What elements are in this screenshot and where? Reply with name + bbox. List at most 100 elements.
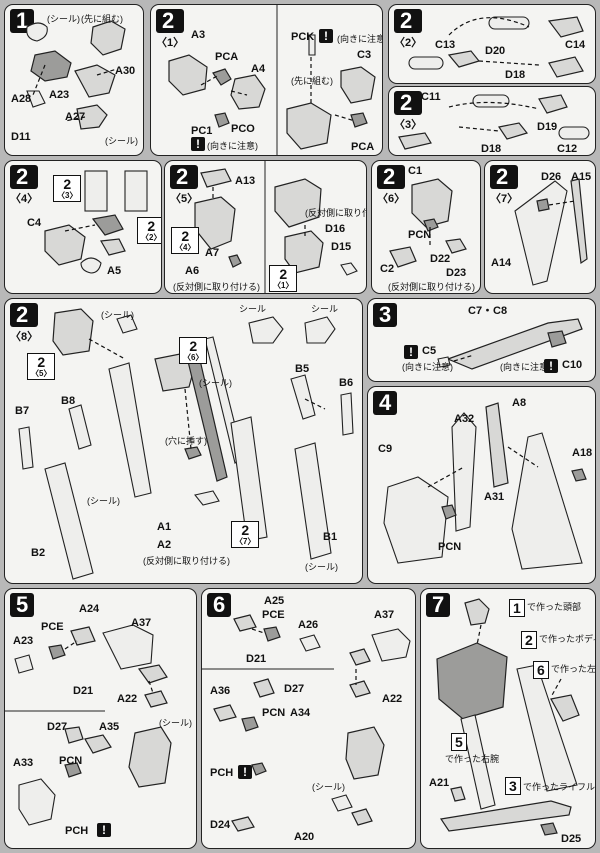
warning-icon: ! (97, 823, 111, 837)
warning-icon: ! (238, 765, 252, 779)
step-2-4-reference: 2〈4〉 (171, 227, 200, 254)
label: (反対側に取り付ける) (143, 556, 230, 566)
part-label: PCO (231, 123, 255, 135)
step-substep: 〈4〉 (10, 193, 39, 205)
label: (穴に挿す) (165, 436, 207, 446)
label: (シール) (101, 310, 134, 320)
step-2-reference: 2 (521, 631, 537, 649)
step-2-2-illustration (408, 16, 584, 78)
step-7-panel: 7 1 で作った頭部 2 で作ったボディ 6 で作った左腕 5 で作った右腕 3… (420, 588, 596, 849)
part-label: A18 (572, 447, 593, 459)
step-number: 2 (10, 303, 39, 327)
step-2-4-illustration (44, 170, 148, 274)
part-label: A37 (131, 617, 152, 629)
part-label: A33 (13, 757, 34, 769)
step-number: 2 (156, 9, 185, 33)
part-label: D24 (210, 819, 231, 831)
part-label: A22 (117, 693, 138, 705)
step-4-header: 4 (373, 391, 398, 415)
step-substep: 〈2〉 (394, 37, 423, 49)
label: (向きに注意) (337, 34, 383, 44)
label: (シール) (159, 718, 192, 728)
step-2-5-reference: 2〈5〉 (27, 353, 56, 380)
label: (反対側に取り付ける) (388, 282, 475, 292)
part-label: A23 (49, 89, 70, 101)
part-label: D21 (73, 685, 94, 697)
step-number: 2 (394, 91, 423, 115)
step-2-3-illustration (398, 94, 590, 150)
part-label: C5 (422, 345, 437, 357)
part-label: A31 (484, 491, 505, 503)
part-label: D26 (541, 171, 562, 183)
step-number: 1 (10, 9, 35, 33)
part-label: C13 (435, 39, 456, 51)
step-2-7-reference: 2〈7〉 (231, 521, 260, 548)
part-label: C2 (380, 263, 395, 275)
part-label: C14 (565, 39, 586, 51)
step-4-illustration (383, 402, 587, 570)
step-2-1-panel: 2 〈1〉 A3 PCA A4 PC1 PCO ! (向きに注意) PCK ! … (150, 4, 383, 156)
label: (シール) (305, 562, 338, 572)
part-label: D18 (481, 143, 502, 155)
step-number: 3 (373, 303, 398, 327)
step-2-5-panel: 2 〈5〉 A13 2〈4〉 A7 A6 (反対側に取り付ける) (反対側に取り… (164, 160, 367, 294)
step-substep: 〈1〉 (156, 37, 185, 49)
part-label: C12 (557, 143, 578, 155)
part-label: A22 (382, 693, 403, 705)
part-label: D18 (505, 69, 526, 81)
part-label: D20 (485, 45, 506, 57)
step-7-header: 7 (426, 593, 451, 617)
warning-icon: ! (544, 359, 558, 373)
step-number: 2 (490, 165, 519, 189)
step-6-panel: 6 A25 PCE A26 A37 D21 A36 D27 PCN A34 A2… (201, 588, 416, 849)
step-2-4-header: 2 〈4〉 (10, 165, 39, 206)
part-label: A23 (13, 635, 34, 647)
warning-icon: ! (404, 345, 418, 359)
part-label: D19 (537, 121, 558, 133)
part-label: C1 (408, 165, 423, 177)
label: で作ったボディ (539, 634, 596, 644)
part-label: A21 (429, 777, 450, 789)
part-label: PCN (59, 755, 83, 767)
step-number: 2 (10, 165, 39, 189)
step-substep: 〈6〉 (377, 193, 406, 205)
part-label: D21 (246, 653, 267, 665)
step-2-8-header: 2 〈8〉 (10, 303, 39, 344)
part-label: D11 (11, 131, 31, 143)
label: (シール) (199, 378, 232, 388)
part-label: B6 (339, 377, 354, 389)
step-substep: 〈7〉 (490, 193, 519, 205)
part-label: PCA (215, 51, 239, 63)
step-2-6-reference: 2〈6〉 (179, 337, 208, 364)
step-2-4-panel: 2 〈4〉 2〈3〉 2〈2〉 C4 A5 (4, 160, 162, 294)
part-label: D27 (47, 721, 68, 733)
step-number: 2 (394, 9, 423, 33)
part-label: A20 (294, 831, 315, 843)
step-2-2-panel: 2 〈2〉 C13 D20 D18 C14 (388, 4, 596, 84)
step-2-6-header: 2 〈6〉 (377, 165, 406, 206)
step-2-3-header: 2 〈3〉 (394, 91, 423, 132)
label: (向きに注意) (207, 141, 258, 151)
part-label: PCK (291, 31, 315, 43)
label: (シール) (105, 136, 138, 146)
step-7-illustration (436, 598, 580, 836)
step-2-6-illustration (389, 178, 467, 268)
part-label: B7 (15, 405, 30, 417)
step-2-5-illustration (194, 161, 358, 293)
step-2-8-illustration (18, 308, 354, 580)
step-number: 7 (426, 593, 451, 617)
part-label: PCN (438, 541, 462, 553)
part-label: A27 (65, 111, 86, 123)
label: (反対側に取り付ける) (305, 208, 366, 218)
part-label: A25 (264, 595, 285, 607)
step-5-header: 5 (10, 593, 35, 617)
part-label: C10 (562, 359, 583, 371)
step-2-7-illustration (514, 178, 588, 286)
part-label: B5 (295, 363, 310, 375)
step-2-1-header: 2 〈1〉 (156, 9, 185, 50)
step-6-reference: 6 (533, 661, 549, 679)
part-label: C7・C8 (468, 305, 508, 317)
part-label: A30 (115, 65, 136, 77)
part-label: D15 (331, 241, 352, 253)
step-substep: 〈8〉 (10, 331, 39, 343)
